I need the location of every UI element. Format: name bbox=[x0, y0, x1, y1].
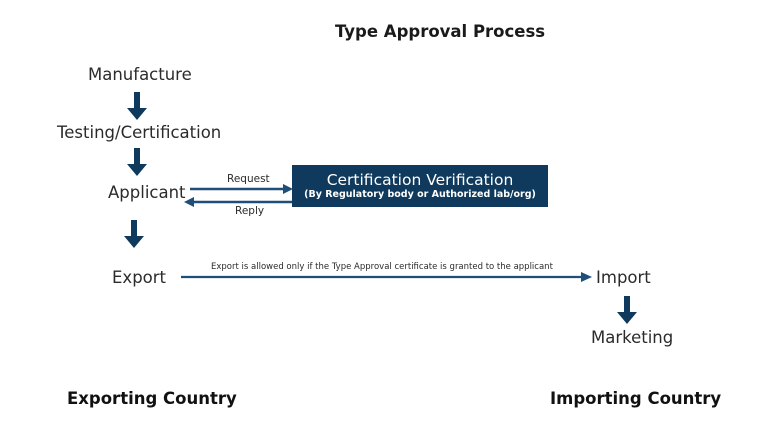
certification-verification-box: Certification Verification (By Regulator… bbox=[292, 165, 548, 207]
page-title: Type Approval Process bbox=[335, 22, 546, 41]
footer-exporting-country: Exporting Country bbox=[67, 389, 237, 408]
edge-label-reply: Reply bbox=[235, 205, 265, 217]
arrow-manufacture-to-testing bbox=[127, 92, 147, 120]
arrow-request bbox=[190, 184, 293, 194]
certification-verification-title: Certification Verification bbox=[326, 170, 514, 189]
node-import: Import bbox=[596, 268, 651, 287]
certification-verification-subtitle: (By Regulatory body or Authorized lab/or… bbox=[304, 189, 536, 201]
node-testing-certification: Testing/Certification bbox=[57, 123, 222, 142]
arrow-testing-to-applicant bbox=[127, 148, 147, 176]
node-marketing: Marketing bbox=[591, 328, 674, 347]
footer-importing-country: Importing Country bbox=[550, 389, 722, 408]
node-manufacture: Manufacture bbox=[88, 65, 192, 84]
node-export: Export bbox=[112, 268, 167, 287]
arrow-import-to-marketing bbox=[617, 296, 637, 324]
node-applicant: Applicant bbox=[108, 183, 186, 202]
edge-label-request: Request bbox=[227, 173, 270, 185]
arrow-export-to-import bbox=[181, 272, 592, 282]
edge-label-export-condition: Export is allowed only if the Type Appro… bbox=[211, 262, 553, 272]
arrow-applicant-to-export bbox=[124, 220, 144, 248]
